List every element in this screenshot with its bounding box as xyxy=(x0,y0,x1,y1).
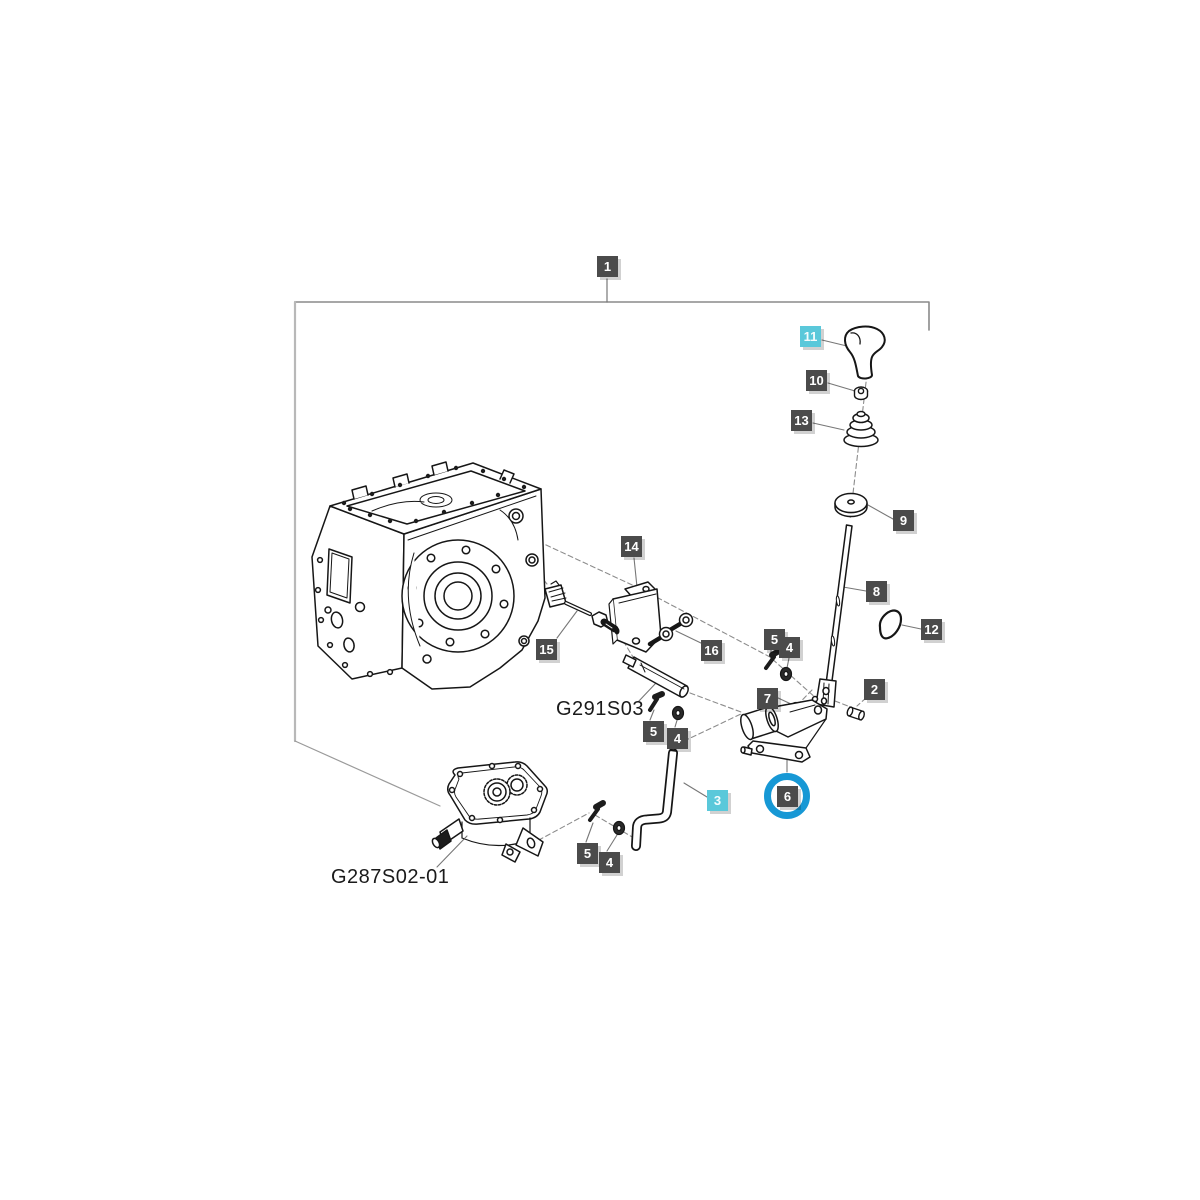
part-code-G287S02-01: G287S02-01 xyxy=(331,866,450,888)
callout-16[interactable]: 16 xyxy=(701,640,722,661)
shift-knob-drawing xyxy=(844,325,886,380)
mount-bracket-drawing xyxy=(608,581,662,653)
callout-3[interactable]: 3 xyxy=(707,790,728,811)
callout-13[interactable]: 13 xyxy=(791,410,812,431)
callout-15[interactable]: 15 xyxy=(536,639,557,660)
bellcrank-bracket-drawing xyxy=(740,699,828,763)
assembly-axis-lines xyxy=(523,373,868,849)
callout-5b[interactable]: 5 xyxy=(643,721,664,742)
callout-4c[interactable]: 4 xyxy=(599,852,620,873)
callout-6[interactable]: 6 xyxy=(777,786,798,807)
callout-12[interactable]: 12 xyxy=(921,619,942,640)
pivot-pin-drawing xyxy=(622,654,689,698)
transmission-housing-drawing xyxy=(311,461,546,690)
part-code-G291S03: G291S03 xyxy=(556,698,645,720)
callout-4b[interactable]: 4 xyxy=(667,728,688,749)
shift-lever-shaft-drawing xyxy=(811,524,853,708)
joint-pin-drawing xyxy=(846,706,865,721)
sensor-cable-drawing xyxy=(544,580,620,635)
sub-gearbox-drawing xyxy=(431,761,549,863)
figure-frame xyxy=(293,278,930,807)
sticker-drawing xyxy=(878,609,903,640)
flange-bolts-drawing xyxy=(647,612,694,647)
callout-10[interactable]: 10 xyxy=(806,370,827,391)
washer-plate-drawing xyxy=(834,492,868,518)
callout-2[interactable]: 2 xyxy=(864,679,885,700)
callout-9[interactable]: 9 xyxy=(893,510,914,531)
selected-part-ring xyxy=(764,773,810,819)
callout-4a[interactable]: 4 xyxy=(779,637,800,658)
z-link-lever-drawing xyxy=(631,748,678,851)
callout-14[interactable]: 14 xyxy=(621,536,642,557)
callout-1[interactable]: 1 xyxy=(597,256,618,277)
callout-11[interactable]: 11 xyxy=(800,326,821,347)
dust-boot-drawing xyxy=(843,410,879,448)
callout-5c[interactable]: 5 xyxy=(577,843,598,864)
small-bolt-5-drawing xyxy=(588,648,782,822)
callout-8[interactable]: 8 xyxy=(866,581,887,602)
lock-nut-drawing xyxy=(853,386,869,401)
callout-7[interactable]: 7 xyxy=(757,688,778,709)
